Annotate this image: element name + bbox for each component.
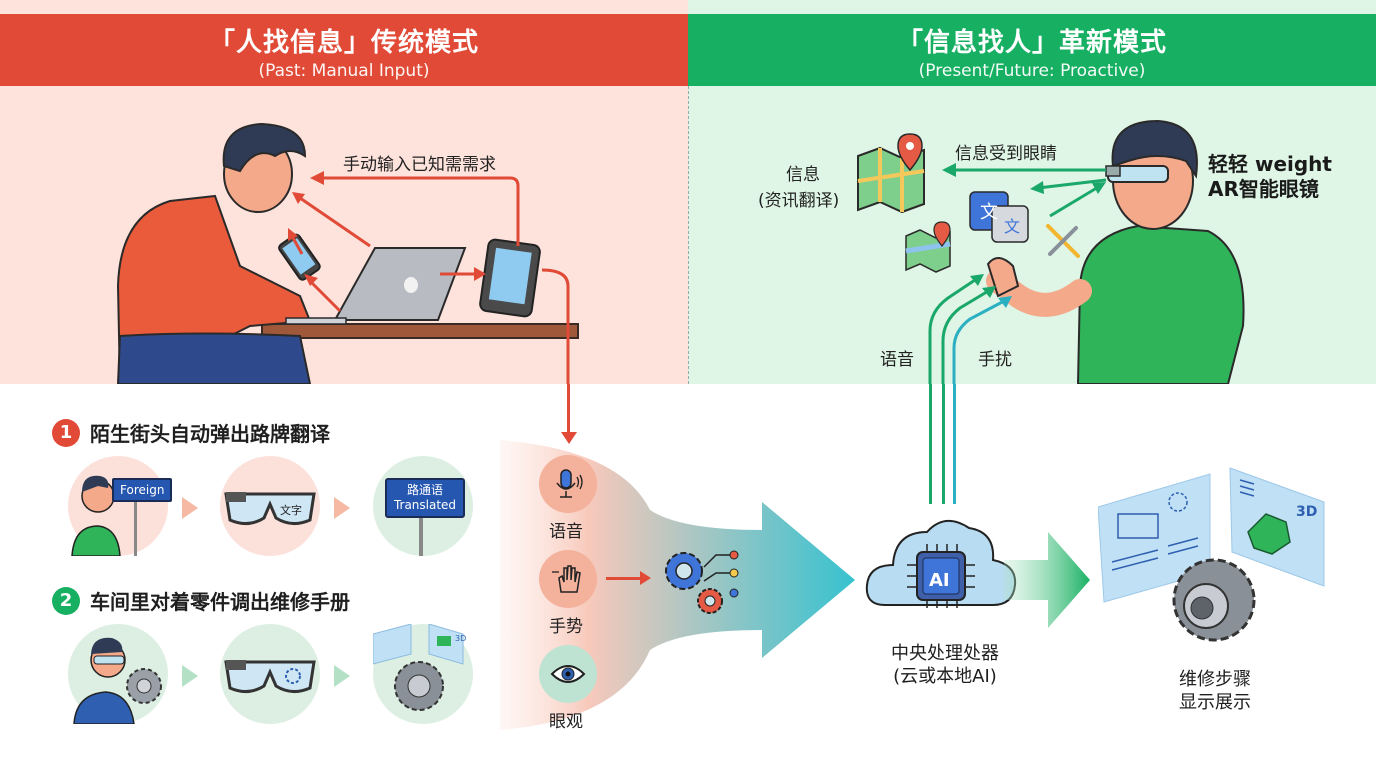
- step-arrow: [182, 497, 198, 519]
- translate-icon: 文 文: [969, 191, 1029, 243]
- person-arm: [986, 269, 1092, 317]
- manual-input-annotation: 手动输入已知需需求: [343, 155, 496, 175]
- output-label-line1: 维修步骤: [1179, 669, 1251, 690]
- step-arrow: [182, 665, 198, 687]
- scenario-2-badge: 2: [52, 586, 80, 615]
- desk: [261, 323, 579, 339]
- smartphone-icon: [479, 238, 541, 318]
- input-gesture: [539, 550, 597, 608]
- input-eye-label: 眼观: [549, 712, 583, 732]
- microphone-icon: [556, 469, 583, 498]
- input-arrows: [290, 176, 570, 384]
- output-arrow: [1004, 532, 1090, 628]
- info-label-line2: (资讯翻译): [758, 191, 840, 211]
- svg-text:文: 文: [980, 202, 998, 223]
- processing-gears-icon: [665, 550, 739, 614]
- scenario-1-badge: 1: [52, 418, 80, 447]
- device-label: 轻轻 weight AR智能眼镜: [1208, 152, 1332, 202]
- right-header: 「信息找人」革新模式 (Present/Future: Proactive): [688, 14, 1376, 86]
- processor-label-line2: (云或本地AI): [893, 666, 997, 688]
- laptop-icon: [285, 247, 467, 325]
- traditional-mode-illustration: [116, 122, 579, 384]
- repair-display-icon: [1098, 467, 1325, 642]
- scenario-2-text: 车间里对着零件调出维修手册: [90, 590, 350, 614]
- input-gesture-label: 手势: [549, 617, 583, 637]
- person-pants: [116, 332, 312, 384]
- ai-cloud-processor-icon: [865, 520, 1017, 608]
- scenario-2-step-worker: [68, 624, 168, 725]
- ar-glasses-icon: [224, 492, 316, 525]
- scenario-1-step-person: Foreign: [68, 456, 173, 557]
- gesture-label: 手扰: [978, 350, 1012, 370]
- ar-glasses-gear-icon: [224, 660, 316, 693]
- device-label-line1: 轻轻 weight: [1208, 152, 1332, 176]
- translated-sign-line2: Translated: [393, 498, 457, 512]
- scenario-1-title: 1 陌生街头自动弹出路牌翻译: [52, 418, 330, 447]
- info-arrows: [950, 168, 1107, 218]
- translated-sign-line1: 路通语: [406, 483, 443, 497]
- info-label-line1: 信息: [786, 165, 820, 185]
- proactive-mode-illustration: 文 文: [857, 119, 1245, 384]
- ar-glasses-icon: [1105, 165, 1169, 183]
- svg-text:文: 文: [1004, 217, 1020, 236]
- scenario-1-step-translated: 路通语 Translated: [373, 456, 473, 556]
- panel-divider: [688, 86, 689, 384]
- glasses-text: 文字: [280, 504, 302, 517]
- person-hair: [1111, 119, 1198, 179]
- person-shirt: [1076, 224, 1245, 384]
- processor-label: 中央处理处器 (云或本地AI): [870, 642, 1020, 689]
- sensor-arrows: [928, 276, 1007, 384]
- translated-sign: 路通语 Translated: [385, 478, 465, 518]
- arrow-heads: [288, 171, 486, 286]
- ai-chip-label: AI: [929, 570, 950, 591]
- handheld-phone-icon: [278, 233, 321, 281]
- right-subtitle: (Present/Future: Proactive): [918, 61, 1146, 81]
- sensor-line-1: [929, 384, 932, 504]
- person-looking-sign-icon: [71, 475, 137, 557]
- step-arrow: [334, 497, 350, 519]
- left-header: 「人找信息」传统模式 (Past: Manual Input): [0, 14, 688, 86]
- manual-3d-label: 3D: [455, 634, 467, 643]
- output-3d-label: 3D: [1296, 504, 1318, 520]
- voice-label: 语音: [880, 350, 914, 370]
- map-pin-icon: [857, 133, 925, 214]
- scenario-1-text: 陌生街头自动弹出路牌翻译: [90, 422, 330, 446]
- right-title: 「信息找人」革新模式: [896, 28, 1167, 58]
- scenario-2-step-manual: 3D: [372, 623, 473, 724]
- left-subtitle: (Past: Manual Input): [258, 61, 430, 81]
- gesture-arrowhead: [640, 571, 651, 585]
- connector-line: [567, 384, 570, 434]
- input-voice: [539, 455, 597, 513]
- left-title: 「人找信息」传统模式: [208, 28, 479, 58]
- sign-post: [419, 506, 423, 556]
- scenario-2-step-glasses: [220, 624, 320, 724]
- sensor-line-2: [942, 384, 945, 504]
- gear-manual-icon: [372, 623, 464, 711]
- output-label-line2: 显示展示: [1179, 692, 1251, 714]
- sensor-line-3: [953, 384, 956, 504]
- foreign-sign: Foreign: [112, 478, 173, 502]
- scenario-1-step-glasses: 文字: [220, 456, 320, 556]
- tools-icon: [1046, 224, 1080, 258]
- person-hair: [222, 122, 307, 173]
- gesture-arrow-line: [606, 577, 642, 580]
- connector-arrowhead: [561, 432, 577, 444]
- processor-label-line1: 中央处理处器: [891, 643, 999, 664]
- input-eye: [539, 645, 597, 703]
- input-voice-label: 语音: [549, 522, 583, 542]
- hand-gesture-icon: [552, 565, 581, 593]
- step-arrow: [334, 665, 350, 687]
- worker-with-gear-icon: [73, 637, 162, 725]
- small-map-icon: [905, 221, 951, 273]
- eye-icon: [550, 665, 586, 683]
- scenario-2-title: 2 车间里对着零件调出维修手册: [52, 586, 350, 615]
- eye-annotation: 信息受到眼睛: [955, 144, 1057, 164]
- device-label-line2: AR智能眼镜: [1208, 177, 1319, 201]
- output-label: 维修步骤 显示展示: [1150, 668, 1280, 715]
